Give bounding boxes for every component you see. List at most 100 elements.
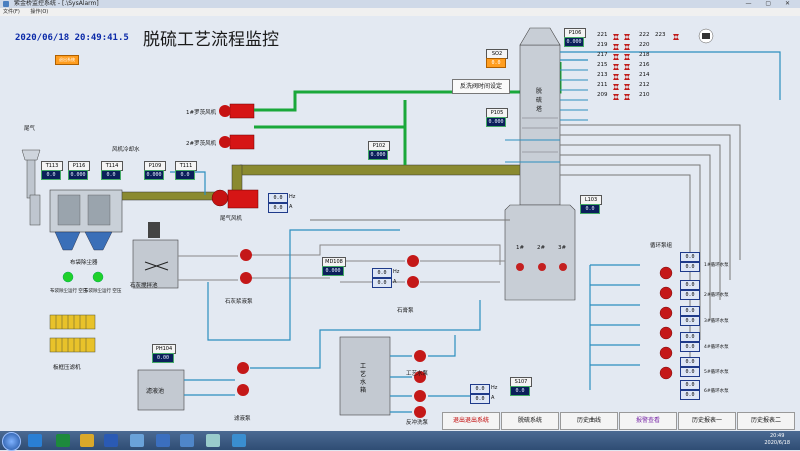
filtrate-tank-label: 滤液池 <box>146 388 165 395</box>
window-title: 紫金桥监控系统 - [.\SysAlarm] <box>14 0 99 7</box>
bag-run-a-label: 布袋除尘运行 空压 <box>50 289 88 294</box>
roots2-label: 2#罗茨风机 <box>186 141 217 147</box>
folder-icon[interactable] <box>80 434 94 447</box>
pump1-label: 1#循环水泵 <box>704 263 729 268</box>
valve-211[interactable]: 211 <box>597 82 608 88</box>
P116-value: 0.000 <box>68 170 88 180</box>
window-controls[interactable]: — ▢ ✕ <box>745 0 796 7</box>
taskbar-date: 2020/6/18 <box>764 440 790 446</box>
circ5-hz: 0.0 <box>680 357 700 367</box>
lime-a-value: 0.0 <box>372 278 392 288</box>
flue-duct-main <box>239 164 526 176</box>
bag-status-light-a <box>62 271 74 283</box>
desulf-system-button[interactable]: 脱硫系统 <box>501 412 559 430</box>
circ4-a: 0.0 <box>680 342 700 352</box>
valve-217[interactable]: 217 <box>597 52 608 58</box>
alarm-view-button[interactable]: 报警查看 <box>619 412 677 430</box>
valve-220[interactable]: 220 <box>639 42 650 48</box>
page-title: 脱硫工艺流程监控 <box>143 30 279 50</box>
exit-small-button[interactable]: 退出系统 <box>55 55 79 65</box>
exit-system-button[interactable]: 退出退出系统 <box>442 412 500 430</box>
PH104-value: 0.00 <box>152 353 174 363</box>
roots1-label: 1#罗茨风机 <box>186 110 217 116</box>
report1-button[interactable]: 历史报表一 <box>678 412 736 430</box>
circ2-a: 0.0 <box>680 290 700 300</box>
valve-column-2: 222 220 218 216 214 212 210 <box>639 30 650 100</box>
tower-body <box>519 44 561 206</box>
valve-223[interactable]: 223 <box>655 32 666 38</box>
valve-219[interactable]: 219 <box>597 42 608 48</box>
report2-button[interactable]: 历史报表二 <box>737 412 795 430</box>
P109-value: 0.000 <box>144 170 164 180</box>
SO2-value: 0.0 <box>486 58 506 68</box>
pump5-label: 5#循环水泵 <box>704 370 729 375</box>
app-icon-2[interactable] <box>156 434 170 447</box>
fan-cooling-label: 风机冷却水 <box>112 147 140 153</box>
valve-215[interactable]: 215 <box>597 62 608 68</box>
app-icon-1[interactable] <box>130 434 144 447</box>
ie-icon[interactable] <box>28 434 42 447</box>
bottom-nav: 退出退出系统 脱硫系统 历史曲线 报警查看 历史报表一 历史报表二 <box>442 412 796 430</box>
S107-value: 0.0 <box>510 386 530 396</box>
app-icon-4[interactable] <box>206 434 220 447</box>
window-title-bar: 紫金桥监控系统 - [.\SysAlarm] — ▢ ✕ <box>0 0 800 8</box>
valve-222[interactable]: 222 <box>639 32 650 38</box>
MD108-value: 0.000 <box>322 266 344 276</box>
valve-210[interactable]: 210 <box>639 92 650 98</box>
lime-hz-value: 0.0 <box>372 268 392 278</box>
excel-icon[interactable] <box>56 434 70 447</box>
menu-bar: 文件(F) 操作(O) <box>0 8 800 16</box>
circ3-hz: 0.0 <box>680 306 700 316</box>
bag-filter-label: 布袋除尘器 <box>70 260 98 266</box>
circ3-a: 0.0 <box>680 316 700 326</box>
pump3-label: 3#循环水泵 <box>704 319 729 324</box>
tower-label: 脱硫塔 <box>536 88 543 113</box>
taskbar-clock[interactable]: 20:49 2020/6/18 <box>764 433 790 447</box>
lime-hz-unit: Hz <box>393 269 400 275</box>
bag-status-light-b <box>92 271 104 283</box>
current-datetime: 2020/06/18 20:49:41.5 <box>15 33 129 43</box>
gypsum-pump-label: 石膏泵 <box>397 308 414 314</box>
valve-213[interactable]: 213 <box>597 72 608 78</box>
word-icon[interactable] <box>104 434 118 447</box>
T113-value: 0.0 <box>41 170 61 180</box>
backwash-hz-unit: Hz <box>491 385 498 391</box>
process-tank-label: 工艺水箱 <box>360 363 367 394</box>
valve-214[interactable]: 214 <box>639 72 650 78</box>
process-tank <box>339 336 391 416</box>
valve-209[interactable]: 209 <box>597 92 608 98</box>
valve-212[interactable]: 212 <box>639 82 650 88</box>
valve-column-1: 221 219 217 215 213 211 209 <box>597 30 608 100</box>
process-canvas <box>0 16 800 431</box>
lime-a-unit: A <box>393 279 397 285</box>
pump4-label: 4#循环水泵 <box>704 345 729 350</box>
start-button[interactable] <box>2 432 21 451</box>
T111-value: 0.0 <box>175 170 195 180</box>
filtrate-tank <box>137 369 185 411</box>
history-curve-button[interactable]: 历史曲线 <box>560 412 618 430</box>
menu-operate[interactable]: 操作(O) <box>30 9 49 15</box>
fan-a-value: 0.0 <box>268 203 288 213</box>
lime-mixer-label: 石灰搅拌池 <box>130 283 158 289</box>
reverse-wash-time-button[interactable]: 反洗阀时间设定 <box>452 79 510 94</box>
valve-column-3: 223 <box>655 30 666 40</box>
valve-221[interactable]: 221 <box>597 32 608 38</box>
app-icon-5[interactable] <box>232 434 246 447</box>
spray1-label: 1# <box>516 245 525 251</box>
app-icon-3[interactable] <box>180 434 194 447</box>
spray3-label: 3# <box>558 245 567 251</box>
bag-run-b-label: 布袋除尘运行 空压 <box>84 289 122 294</box>
taskbar: 20:49 2020/6/18 <box>0 431 800 451</box>
valve-218[interactable]: 218 <box>639 52 650 58</box>
pump6-label: 6#循环水泵 <box>704 389 729 394</box>
fan-a-unit: A <box>289 204 293 210</box>
circ-group-label: 循环泵组 <box>650 243 673 249</box>
valve-216[interactable]: 216 <box>639 62 650 68</box>
tail-fan-motor <box>227 189 259 209</box>
circ1-hz: 0.0 <box>680 252 700 262</box>
circ2-hz: 0.0 <box>680 280 700 290</box>
circ5-a: 0.0 <box>680 367 700 377</box>
spray2-label: 2# <box>537 245 546 251</box>
menu-file[interactable]: 文件(F) <box>3 9 20 15</box>
